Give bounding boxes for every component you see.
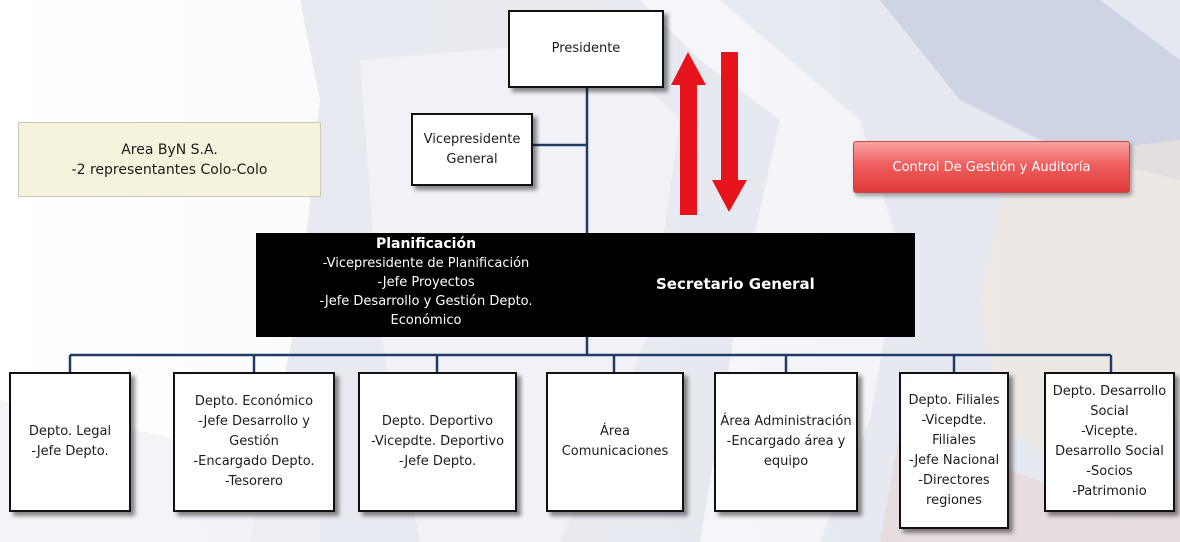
dept-desarrollo-social-box: Depto. Desarrollo Social -Vicepte. Desar… bbox=[1044, 372, 1175, 512]
dept-line: Social bbox=[1090, 404, 1129, 419]
area-byn-detail: -2 representantes Colo-Colo bbox=[71, 161, 268, 178]
dept-line: -Encargado Depto. bbox=[193, 454, 315, 469]
dept-line: -Jefe Depto. bbox=[398, 454, 477, 469]
planificacion-line: -Jefe Proyectos bbox=[377, 275, 475, 290]
dept-line: -Vicepdte. bbox=[921, 412, 987, 428]
dept-line: -Patrimonio bbox=[1072, 484, 1147, 499]
planificacion-bar: Planificación -Vicepresidente de Planifi… bbox=[256, 233, 915, 337]
area-byn-title: Area ByN S.A. bbox=[121, 141, 218, 158]
presidente-box: Presidente bbox=[508, 10, 664, 88]
control-gestion-box: Control De Gestión y Auditoría bbox=[853, 141, 1130, 193]
planificacion-line: -Jefe Desarrollo y Gestión Depto. bbox=[319, 294, 533, 309]
dept-line: Filiales bbox=[932, 432, 976, 448]
planificacion-line: -Vicepresidente de Planificación bbox=[322, 256, 530, 271]
dept-line: Depto. Filiales bbox=[908, 392, 1000, 408]
dept-line: -Encargado área y bbox=[726, 434, 846, 449]
dept-line: -Vicepte. bbox=[1081, 424, 1138, 439]
dept-line: Depto. Desarrollo bbox=[1052, 384, 1167, 399]
dept-line: Gestión bbox=[229, 434, 279, 449]
control-gestion-label: Control De Gestión y Auditoría bbox=[892, 159, 1091, 175]
dept-deportivo-box: Depto. Deportivo -Vicepdte. Deportivo -J… bbox=[358, 372, 517, 512]
dept-line: -Socios bbox=[1086, 464, 1133, 479]
area-byn-box: Area ByN S.A. -2 representantes Colo-Col… bbox=[18, 122, 321, 197]
dept-line: equipo bbox=[763, 454, 809, 469]
vicepresidente-box: Vicepresidente General bbox=[411, 113, 533, 186]
dept-line: regiones bbox=[926, 492, 982, 508]
planificacion-block: Planificación -Vicepresidente de Planifi… bbox=[296, 235, 556, 330]
dept-line: Comunicaciones bbox=[561, 444, 669, 459]
secretario-general-label: Secretario General bbox=[656, 275, 815, 293]
dept-line: -Jefe Nacional bbox=[908, 452, 1000, 468]
arrow-up-icon bbox=[671, 52, 706, 215]
dept-filiales-box: Depto. Filiales -Vicepdte. Filiales -Jef… bbox=[899, 372, 1009, 529]
dept-line: -Directores bbox=[918, 472, 990, 488]
arrow-down-icon bbox=[712, 52, 747, 212]
planificacion-title: Planificación bbox=[375, 236, 477, 252]
dept-line: -Jefe Depto. bbox=[31, 444, 109, 459]
dept-economico-box: Depto. Económico -Jefe Desarrollo y Gest… bbox=[173, 372, 335, 512]
presidente-label: Presidente bbox=[551, 41, 621, 56]
dept-line: Depto. Legal bbox=[28, 424, 112, 439]
dept-line: -Jefe Desarrollo y bbox=[198, 414, 310, 429]
dept-line: Depto. Económico bbox=[194, 394, 314, 409]
area-comunicaciones-box: Área Comunicaciones bbox=[546, 372, 684, 512]
vicepresidente-label-2: General bbox=[446, 151, 498, 167]
planificacion-line: Económico bbox=[390, 313, 462, 328]
dept-line: Depto. Deportivo bbox=[381, 414, 494, 429]
dept-line: Área Administración bbox=[720, 414, 852, 429]
dept-legal-box: Depto. Legal -Jefe Depto. bbox=[9, 372, 131, 512]
dept-line: -Tesorero bbox=[224, 474, 284, 489]
vicepresidente-label: Vicepresidente bbox=[423, 131, 521, 147]
area-administracion-box: Área Administración -Encargado área y eq… bbox=[714, 372, 858, 512]
dept-line: -Vicepdte. Deportivo bbox=[370, 434, 505, 449]
dept-line: Área bbox=[600, 424, 630, 439]
dept-line: Desarrollo Social bbox=[1055, 444, 1164, 459]
